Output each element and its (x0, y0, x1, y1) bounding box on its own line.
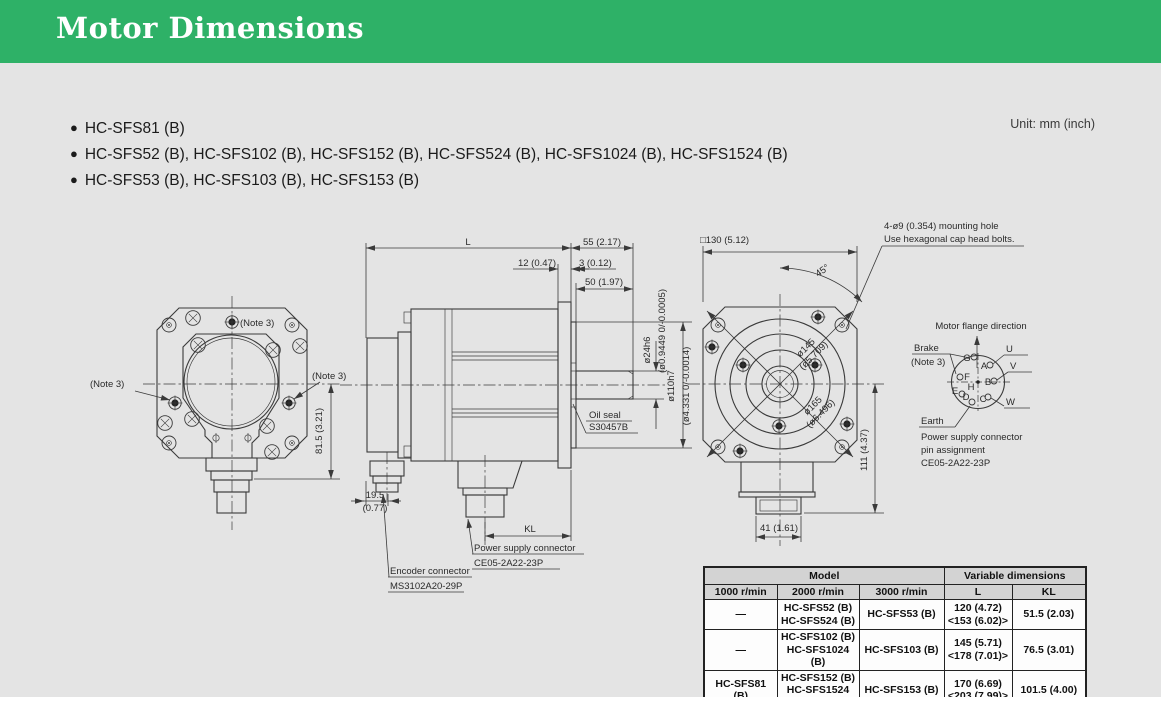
pin-assignment-diagram: Motor flange direction G A F B H E D C (911, 321, 1032, 469)
unit-note: Unit: mm (inch) (1010, 117, 1095, 131)
power-connector-label: Power supply connector (474, 543, 575, 554)
motor-flange-direction-label: Motor flange direction (935, 321, 1026, 332)
oil-seal-part-number: S30457B (589, 422, 628, 433)
pin-label-E: E (952, 386, 958, 397)
pin-label-B: B (985, 377, 991, 388)
brake-label: Brake (914, 343, 939, 354)
model-names-1: HC-SFS81 (B) (84, 120, 185, 137)
pin-assignment-caption-3: CE05-2A22-23P (921, 458, 990, 469)
col-header-3000rpm: 3000 r/min (858, 583, 945, 600)
earth-label: Earth (921, 416, 944, 427)
page-title: Motor Dimensions (56, 11, 365, 45)
table-header-row-1: Model Variable dimensions (703, 566, 1087, 585)
bullet-icon: ● (70, 146, 78, 161)
front-45deg-label: 45° (814, 262, 832, 279)
cell-KL: 76.5 (3.01) (1011, 629, 1087, 671)
table-header-row-2: 1000 r/min 2000 r/min 3000 r/min L KL (703, 583, 1087, 600)
side-dim-3: 3 (0.12) (579, 258, 612, 269)
bullet-icon: ● (70, 172, 78, 187)
side-dim-55: 55 (2.17) (583, 237, 621, 248)
col-header-2000rpm: 2000 r/min (776, 583, 860, 600)
side-dim-19-5-mm: 19.5 (366, 490, 385, 501)
model-names-3: HC-SFS53 (B), HC-SFS103 (B), HC-SFS153 (… (84, 172, 420, 189)
cell-L: 120 (4.72) <153 (6.02)> (943, 599, 1013, 630)
phase-v-label: V (1010, 361, 1017, 372)
dimensions-table: Model Variable dimensions 1000 r/min 200… (703, 566, 1087, 705)
cell-2000rpm: HC-SFS52 (B) HC-SFS524 (B) (776, 599, 860, 630)
cell-1000rpm: — (703, 629, 778, 671)
side-dim-12: 12 (0.47) (518, 258, 556, 269)
phase-w-label: W (1006, 397, 1015, 408)
model-names-2: HC-SFS52 (B), HC-SFS102 (B), HC-SFS152 (… (84, 146, 788, 163)
side-dim-50: 50 (1.97) (585, 277, 623, 288)
rear-note3-left-label: (Note 3) (90, 379, 124, 390)
pin-label-H: H (968, 382, 975, 393)
mounting-hole-note-1: 4-ø9 (0.354) mounting hole (884, 221, 999, 232)
cell-KL: 101.5 (4.00) (1011, 669, 1087, 705)
rear-view-drawing: 81.5 (3.21) (Note 3) (Note 3) (Note 3) (90, 296, 346, 530)
variable-dimensions-header-cell: Variable dimensions (943, 566, 1087, 585)
col-header-KL: KL (1011, 583, 1087, 600)
table-row: — HC-SFS102 (B) HC-SFS1024 (B) HC-SFS103… (703, 629, 1087, 671)
page-header: Motor Dimensions (0, 0, 1161, 63)
rear-note3-top-label: (Note 3) (240, 318, 274, 329)
front-dim-41: 41 (1.61) (760, 523, 798, 534)
page-bottom-margin (0, 697, 1161, 705)
pin-assignment-caption-2: pin assignment (921, 445, 985, 456)
mounting-hole-note-2: Use hexagonal cap head bolts. (884, 234, 1014, 245)
encoder-connector-label: Encoder connector (390, 566, 470, 577)
cell-L: 145 (5.71) <178 (7.01)> (943, 629, 1013, 671)
pin-label-F: F (964, 372, 970, 383)
side-view-drawing: L 55 (2.17) 12 (0.47) 3 (0.12) 50 (1.97)… (340, 237, 692, 593)
model-list-item: ● HC-SFS53 (B), HC-SFS103 (B), HC-SFS153 … (70, 168, 788, 194)
pin-label-A: A (981, 361, 988, 372)
bullet-icon: ● (70, 120, 78, 135)
side-shaft-dia-mm: ø24h6 (642, 337, 653, 364)
cell-3000rpm: HC-SFS103 (B) (858, 629, 945, 671)
side-dim-L: L (465, 237, 470, 248)
col-header-1000rpm: 1000 r/min (703, 583, 778, 600)
model-list: ● HC-SFS81 (B) ● HC-SFS52 (B), HC-SFS102 (… (70, 116, 788, 194)
model-list-item: ● HC-SFS52 (B), HC-SFS102 (B), HC-SFS152 … (70, 142, 788, 168)
side-shaft-dia-in: (ø0.9449 0/-0.0005) (657, 289, 668, 373)
pin-label-D: D (963, 392, 970, 403)
side-pilot-dia-in: (ø4.331 0/-0.0014) (681, 347, 692, 426)
model-list-item: ● HC-SFS81 (B) (70, 116, 788, 142)
pin-label-C: C (980, 394, 987, 405)
front-dim-square130: □130 (5.12) (700, 235, 749, 246)
front-dim-111: 111 (4.37) (859, 429, 870, 471)
oil-seal-label: Oil seal (589, 410, 621, 421)
cell-1000rpm: — (703, 599, 778, 630)
encoder-connector-part-number: MS3102A20-29P (390, 581, 462, 592)
pin-assignment-caption-1: Power supply connector (921, 432, 1022, 443)
side-pilot-dia-mm: ø110h7 (666, 370, 677, 402)
power-connector-part-number: CE05-2A22-23P (474, 558, 543, 569)
brake-note3-label: (Note 3) (911, 357, 945, 368)
cell-2000rpm: HC-SFS102 (B) HC-SFS1024 (B) (776, 629, 860, 671)
side-dim-19-5-in: (0.77) (363, 503, 388, 514)
phase-u-label: U (1006, 344, 1013, 355)
pin-label-G: G (963, 353, 970, 364)
cell-KL: 51.5 (2.03) (1011, 599, 1087, 630)
rear-height-dim: 81.5 (3.21) (314, 408, 325, 454)
cell-3000rpm: HC-SFS53 (B) (858, 599, 945, 630)
model-header-cell: Model (703, 566, 945, 585)
table-row: — HC-SFS52 (B) HC-SFS524 (B) HC-SFS53 (B… (703, 599, 1087, 630)
col-header-L: L (943, 583, 1013, 600)
rear-note3-right-label: (Note 3) (312, 371, 346, 382)
side-dim-KL: KL (524, 524, 536, 535)
